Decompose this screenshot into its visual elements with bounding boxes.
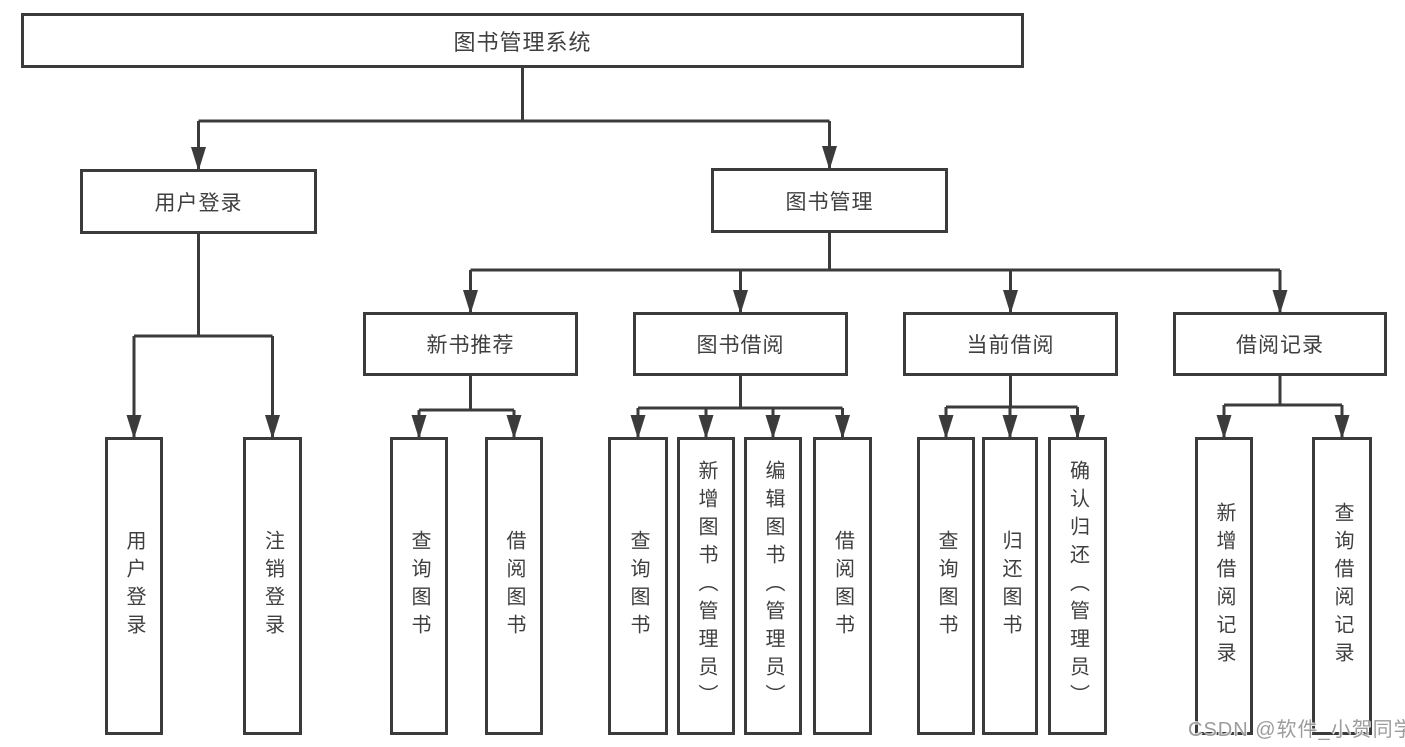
arrowhead-down <box>630 415 646 439</box>
node-label: 查询图书 <box>935 530 957 642</box>
node-label: 新书推荐 <box>426 334 515 357</box>
node-label: 查询借阅记录 <box>1331 502 1353 670</box>
arrowhead-down <box>463 290 478 314</box>
node-book-borrow: 图书借阅 <box>633 312 848 376</box>
arrowhead-down <box>938 415 954 439</box>
node-label: 编辑图书（管理员） <box>762 460 784 712</box>
arrowhead-down <box>1003 290 1018 314</box>
node-label: 注销登录 <box>261 530 284 642</box>
node-cb-query-book: 查询图书 <box>917 437 975 735</box>
node-label: 借阅图书 <box>503 530 525 642</box>
connector-path <box>132 68 1344 437</box>
node-label: 用户登录 <box>154 191 243 215</box>
node-new-book-rec: 新书推荐 <box>363 312 578 376</box>
arrowhead-down <box>506 415 522 439</box>
node-label: 图书借阅 <box>696 334 785 357</box>
node-label: 查询图书 <box>627 530 649 642</box>
arrowhead-down <box>765 415 781 439</box>
arrowhead-down <box>1216 415 1232 439</box>
node-current-borrow: 当前借阅 <box>903 312 1118 376</box>
node-borrow-records: 借阅记录 <box>1173 312 1387 376</box>
node-label: 图书管理 <box>785 190 874 214</box>
arrowhead-down <box>191 147 206 171</box>
node-rec-borrow-book: 借阅图书 <box>485 437 543 735</box>
arrowhead-down <box>265 415 280 439</box>
arrowhead-down <box>1002 415 1018 439</box>
node-label: 新增借阅记录 <box>1213 502 1235 670</box>
arrowhead-down <box>1070 415 1085 439</box>
node-rec-query-book: 查询图书 <box>390 437 448 735</box>
node-label: 确认归还（管理员） <box>1066 460 1089 712</box>
node-logout: 注销登录 <box>243 437 302 735</box>
arrowhead-down <box>835 415 850 439</box>
node-br-add-record: 新增借阅记录 <box>1195 437 1253 735</box>
node-book-mgmt: 图书管理 <box>711 168 948 233</box>
arrowhead-down <box>733 290 748 314</box>
node-login: 用户登录 <box>105 437 163 735</box>
node-label: 查询图书 <box>408 530 430 642</box>
node-label: 当前借阅 <box>966 334 1055 357</box>
node-bb-query-book: 查询图书 <box>608 437 668 735</box>
node-root: 图书管理系统 <box>21 13 1024 68</box>
node-bb-add-book: 新增图书（管理员） <box>677 437 735 735</box>
node-label: 归还图书 <box>999 530 1021 642</box>
arrowhead-down <box>411 415 427 439</box>
node-bb-borrow-book: 借阅图书 <box>813 437 872 735</box>
node-label: 新增图书（管理员） <box>695 460 717 712</box>
node-user-login: 用户登录 <box>80 169 317 234</box>
node-label: 借阅图书 <box>831 530 854 642</box>
node-cb-confirm-return: 确认归还（管理员） <box>1048 437 1107 735</box>
arrowhead-down <box>126 415 142 439</box>
node-label: 图书管理系统 <box>453 29 592 55</box>
arrowhead-down <box>1272 290 1288 314</box>
node-label: 用户登录 <box>123 530 145 642</box>
watermark: CSDN @软件_小贺同学 <box>1188 719 1405 741</box>
node-br-query-record: 查询借阅记录 <box>1312 437 1372 735</box>
node-cb-return-book: 归还图书 <box>982 437 1038 735</box>
arrowhead-down <box>1334 415 1350 439</box>
arrowhead-down <box>698 415 714 439</box>
node-label: 借阅记录 <box>1236 334 1324 357</box>
node-bb-edit-book: 编辑图书（管理员） <box>744 437 802 735</box>
arrowhead-down <box>822 146 837 170</box>
